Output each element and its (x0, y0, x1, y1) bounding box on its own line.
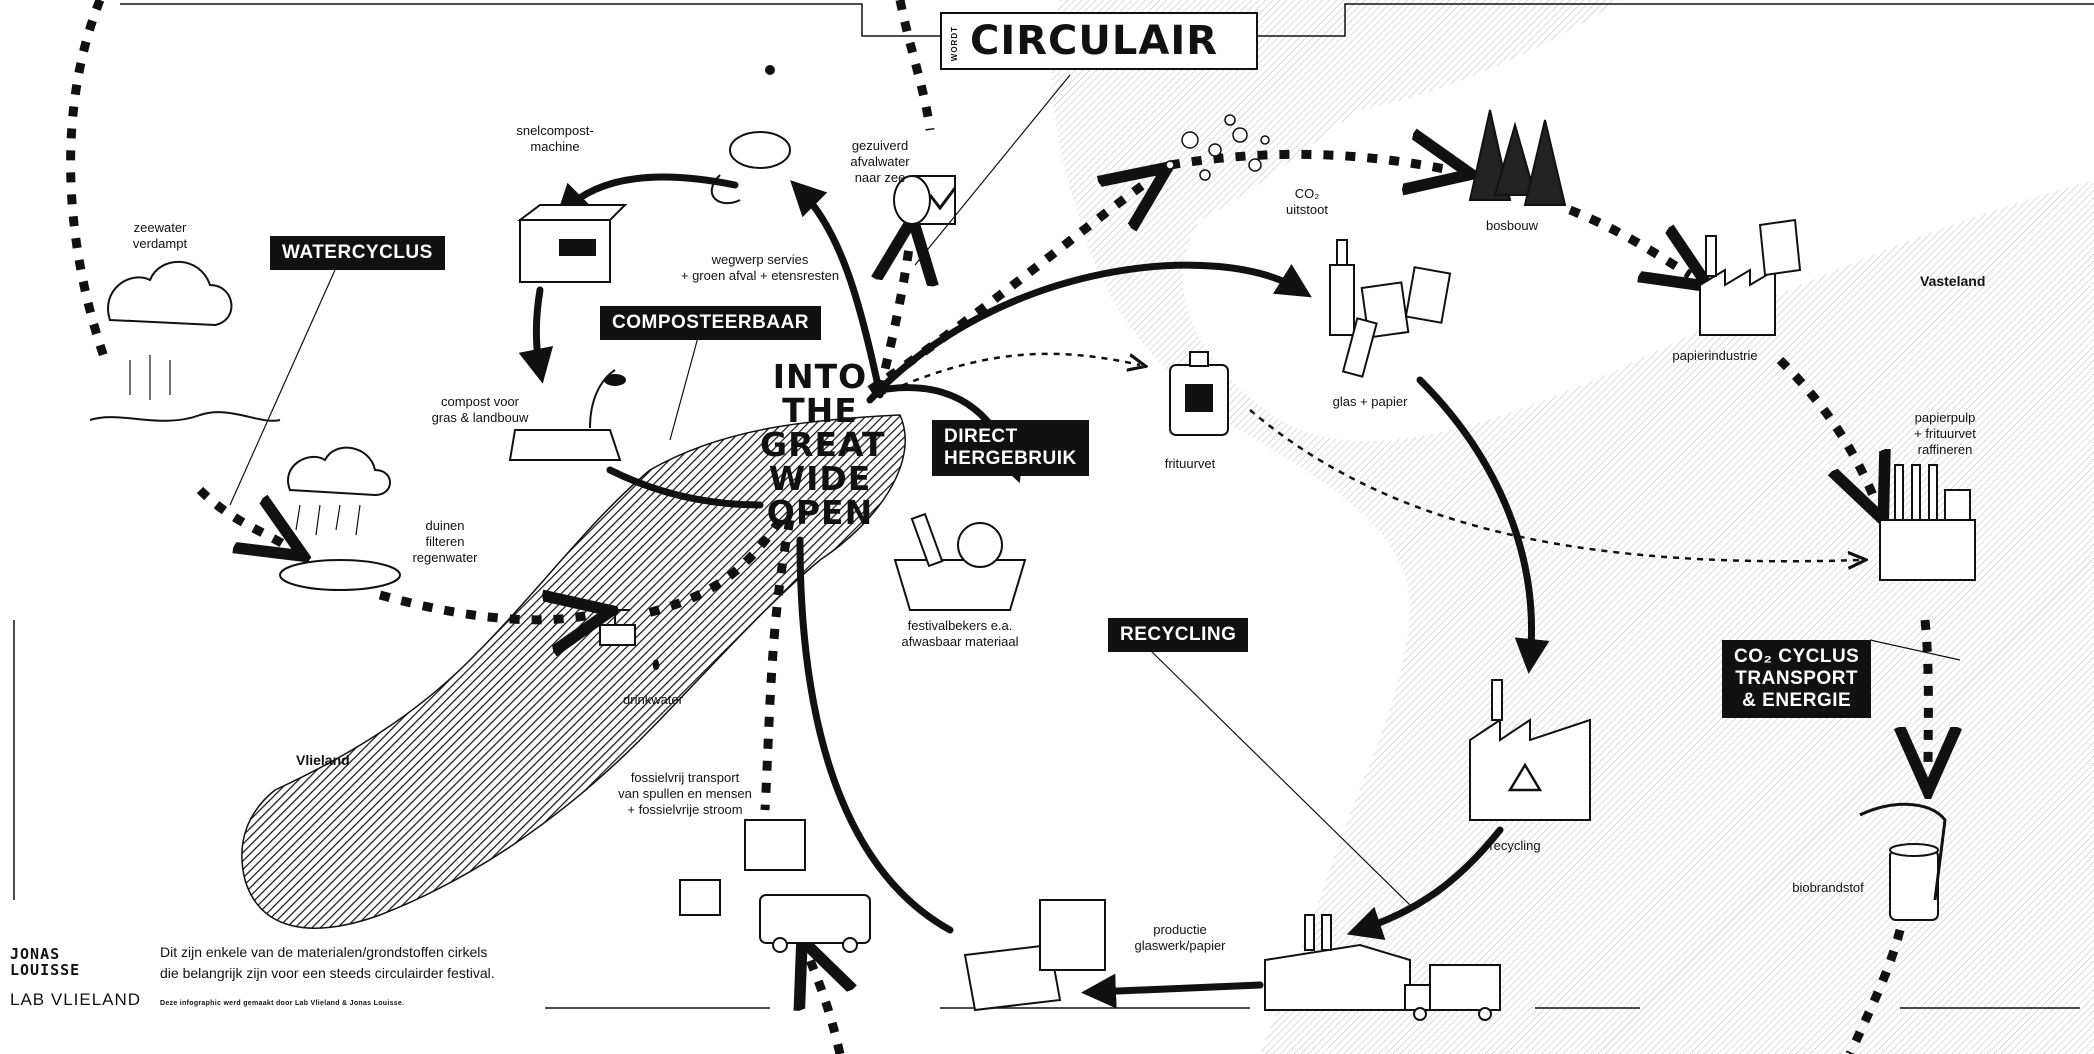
label-glas-papier: glas + papier (1332, 394, 1408, 409)
header-prefix: WORDT (950, 26, 959, 62)
rain-dunes-icon (279, 446, 401, 591)
center-title: INTO THE GREAT WIDE OPEN (760, 357, 886, 532)
pipe-icon (893, 175, 957, 225)
frame-lines (13, 3, 2094, 1009)
label-snelcompost: snelcompost- machine (516, 123, 594, 154)
food-waste-icon (710, 65, 791, 205)
label-fossielvrij: fossielvrij transport van spullen en men… (618, 770, 752, 817)
refinery-icon (1879, 464, 1976, 581)
oil-jug-icon (1169, 351, 1229, 436)
lab-vlieland-logo: LAB VLIELAND (10, 990, 142, 1009)
label-frituurvet: frituurvet (1164, 456, 1216, 471)
credit-text: Deze infographic werd gemaakt door Lab V… (160, 1000, 405, 1007)
water-tap-icon (599, 609, 660, 670)
label-biobrandstof: biobrandstof (1792, 880, 1864, 895)
illustrations (89, 65, 1976, 1021)
factory-icon (1699, 218, 1802, 336)
label-festivalbekers: festivalbekers e.a. afwasbaar materiaal (901, 618, 1019, 649)
tag-co2-cyclus: CO₂ CYCLUS TRANSPORT & ENERGIE (1722, 640, 1872, 718)
intro-text: Dit zijn enkele van de materialen/gronds… (160, 944, 495, 981)
recycling-factory-icon (1469, 679, 1591, 821)
label-productie: productie glaswerk/papier (1134, 922, 1226, 953)
mainland-area (1051, 0, 2094, 1054)
tag-recycling: RECYCLING (1108, 618, 1249, 652)
label-papierpulp: papierpulp + frituurvet raffineren (1914, 410, 1976, 457)
label-co2-uitstoot: CO₂ uitstoot (1286, 186, 1328, 217)
label-zeewater: zeewater verdampt (132, 220, 188, 251)
compost-machine-icon (517, 204, 628, 283)
header-box: WORDT CIRCULAIR (940, 12, 1258, 70)
label-recycling: recycling (1489, 838, 1541, 853)
cloud-rain-icon (89, 260, 281, 422)
label-bosbouw: bosbouw (1485, 218, 1539, 233)
thin-dashed-arrows (879, 352, 1860, 561)
molecules-icon (1165, 114, 1270, 181)
trees-icon (1468, 109, 1567, 206)
leader-lines (229, 74, 1961, 906)
ev-transport-icon (679, 819, 871, 953)
label-wegwerp: wegwerp servies + groen afval + etensres… (680, 252, 840, 283)
tag-watercyclus: WATERCYCLUS (270, 236, 445, 270)
crates-icon (963, 899, 1106, 1012)
region-vlieland: Vlieland (296, 752, 350, 768)
dashed-flow-arrows (66, 0, 1929, 1054)
region-vasteland: Vasteland (1920, 273, 1986, 289)
jonas-louisse-logo: JONAS LOUISSE (10, 945, 81, 979)
label-compost: compost voor gras & landbouw (431, 394, 529, 425)
label-duinen: duinen filteren regenwater (412, 518, 478, 565)
label-gezuiverd: gezuiverd afvalwater naar zee (850, 138, 910, 185)
header-title: CIRCULAIR (970, 18, 1219, 64)
vlieland-island (241, 414, 906, 929)
plant-soil-icon (508, 369, 626, 461)
tag-composteerbaar: COMPOSTEERBAAR (600, 306, 822, 340)
label-drinkwater: drinkwater (623, 692, 683, 707)
label-papierindustrie: papierindustrie (1672, 348, 1758, 363)
dish-rack-icon (893, 512, 1027, 611)
fuel-pump-icon (1859, 802, 1947, 921)
bottles-papers-icon (1329, 239, 1452, 378)
truck-icon (1404, 964, 1501, 1021)
tag-direct-hergebruik: DIRECT HERGEBRUIK (932, 420, 1089, 476)
